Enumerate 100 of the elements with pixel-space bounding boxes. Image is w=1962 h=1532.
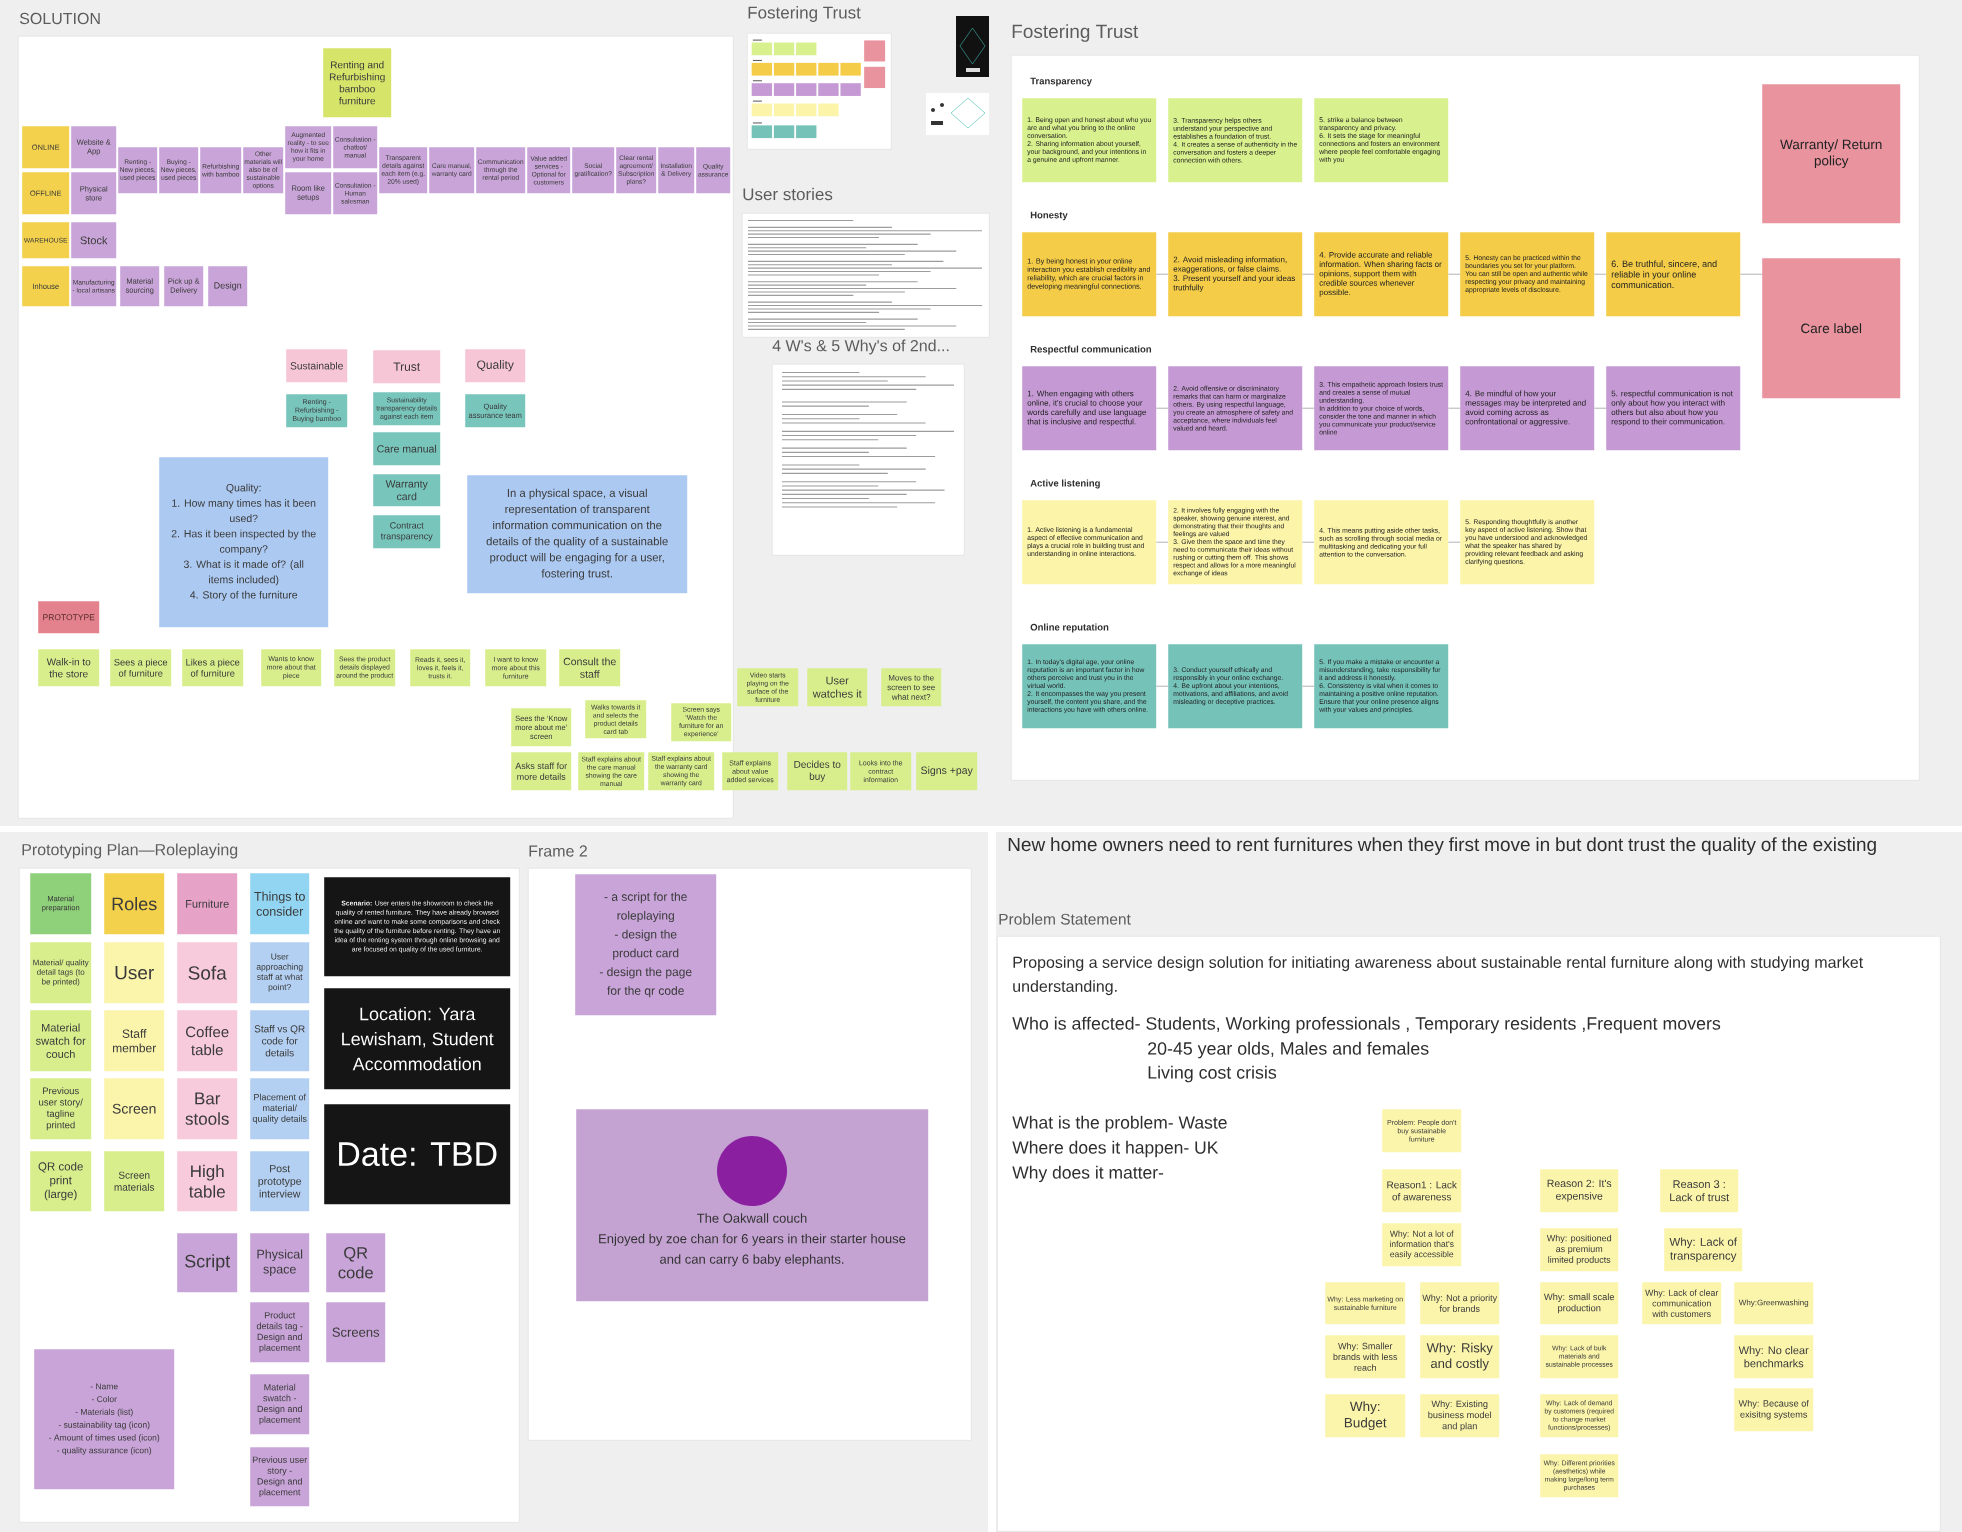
- sticky-note: Warranty/ Return policy: [1762, 84, 1901, 224]
- connector-line: [1302, 407, 1315, 409]
- section-heading: Respectful communication: [1030, 345, 1152, 355]
- sticky-note: Why: Not a priority for brands: [1420, 1282, 1500, 1325]
- sticky-note: QR code print (large): [30, 1151, 92, 1212]
- frame-title: Problem Statement: [999, 913, 1131, 925]
- sticky-note: Consult the staff: [559, 649, 621, 687]
- sticky-note: Reason1 : Lack of awareness: [1382, 1169, 1462, 1213]
- connector-line: [1448, 273, 1461, 275]
- sticky-note: Why: Not a lot of information that's easily accessible: [1382, 1223, 1462, 1267]
- connector-line: [1594, 273, 1607, 275]
- sticky-note: QR code: [326, 1233, 386, 1293]
- sticky-note: Screen: [104, 1078, 165, 1140]
- sticky-note: Reason 2: It's expensive: [1540, 1169, 1619, 1213]
- sticky-note: Placement of material/ quality details: [250, 1078, 310, 1140]
- sticky-note: Furniture: [177, 873, 238, 935]
- statement-text: Proposing a service design solution for initiating awareness about sustainable rental furniture along with studying market understanding.: [1013, 956, 1864, 996]
- sticky-note: Staff vs QR code for details: [250, 1010, 310, 1072]
- connector-line: [1156, 407, 1169, 409]
- sticky-note: Quality: 1. How many times has it been used? 2. Has it been inspected by the company? 3. What is it made of? (all items included) 4. Story of the furniture: [159, 457, 329, 628]
- sticky-note: Date: TBD: [324, 1104, 511, 1205]
- section-heading: Transparency: [1030, 77, 1092, 87]
- heading-text: New home owners need to rent furnitures when they first move in but dont trust the quality of the existing: [1008, 837, 1876, 855]
- sticky-note: Likes a piece of furniture: [182, 649, 244, 687]
- sticky-note: Screens: [326, 1302, 386, 1363]
- sticky-note: Coffee table: [177, 1010, 238, 1072]
- statement-text: 20-45 year olds, Males and females: [1148, 1041, 1429, 1059]
- frame-title: Prototyping Plan—Roleplaying: [22, 843, 238, 859]
- sticky-note: Warranty card: [373, 474, 441, 507]
- statement-text: Why does it matter-: [1012, 1165, 1164, 1183]
- sticky-note: Why: positioned as premium limited products: [1540, 1228, 1619, 1272]
- sticky-note: Design: [208, 266, 248, 307]
- sticky-note: Why: small scale production: [1540, 1282, 1619, 1325]
- sticky-note: Product details tag - Design and placement: [250, 1302, 310, 1363]
- sticky-note: Location: Yara Lewisham, Student Accommodation: [324, 988, 511, 1090]
- section-heading: Honesty: [1030, 211, 1068, 221]
- sticky-note: Why:Greenwashing: [1734, 1282, 1814, 1325]
- sticky-note: Sustainable: [286, 349, 348, 383]
- connector-line: [1448, 407, 1461, 409]
- connector-line: [1302, 685, 1315, 687]
- sticky-note: Care manual: [373, 432, 441, 466]
- sticky-note: Material/ quality detail tags (to be printed): [30, 942, 92, 1004]
- connector-line: [1448, 541, 1461, 543]
- frame-title: SOLUTION: [19, 12, 100, 25]
- sticky-note: Why: Because of exisitng systems: [1734, 1388, 1814, 1432]
- sticky-note: Moves to the screen to see what next?: [881, 668, 942, 707]
- frame-title: Frame 2: [529, 845, 587, 857]
- sticky-note: PROTOTYPE: [38, 601, 100, 634]
- sticky-note: 2. Avoid misleading information, exaggerations, or false claims. 3. Present yourself and your ideas truthfully: [1168, 232, 1303, 317]
- sticky-note: Signs +pay: [916, 752, 978, 791]
- sticky-note: High table: [177, 1151, 238, 1212]
- sticky-note: Care label: [1762, 258, 1901, 399]
- sticky-note: Previous user story - Design and placement: [250, 1447, 310, 1507]
- sticky-note: Things to consider: [250, 873, 310, 935]
- sticky-note: Previous user story/ tagline printed: [30, 1078, 92, 1140]
- sticky-note: User approaching staff at what point?: [250, 942, 310, 1004]
- sticky-note: Script: [177, 1233, 238, 1293]
- connector-line: [1156, 541, 1169, 543]
- sticky-note: Why: Smaller brands with less reach: [1325, 1335, 1406, 1379]
- sticky-note: User: [104, 942, 165, 1004]
- connector-line: [1156, 273, 1169, 275]
- sticky-note: Reason 3 : Lack of trust: [1660, 1169, 1739, 1213]
- sticky-note: 5. respectful communication is not only about how you interact with others but also about how you respond to their communication.: [1606, 366, 1741, 451]
- sticky-note: Trust: [373, 350, 441, 384]
- sticky-note: Roles: [104, 873, 165, 935]
- statement-text: What is the problem- Waste: [1012, 1115, 1227, 1133]
- sticky-note: 4. Be mindful of how your messages may be interpreted and avoid coming across as confrontational or aggressive.: [1460, 366, 1595, 451]
- frame-title: Fostering Trust: [748, 6, 861, 22]
- statement-text: Where does it happen- UK: [1012, 1140, 1219, 1158]
- sticky-note: Why: Lack of transparency: [1664, 1228, 1743, 1272]
- sticky-note: Sofa: [177, 942, 238, 1004]
- statement-text: Who is affected- Students, Working professionals , Temporary residents ,Frequent movers: [1012, 1016, 1721, 1034]
- statement-text: Living cost crisis: [1148, 1065, 1277, 1083]
- sticky-note: - Name - Color - Materials (list) - sustainability tag (icon) - Amount of times used (icon) - quality assurance (icon): [34, 1349, 175, 1490]
- sticky-note: Why: Budget: [1325, 1394, 1406, 1438]
- sticky-note: Bar stools: [177, 1078, 238, 1140]
- section-heading: Active listening: [1030, 479, 1100, 489]
- frame-title: User stories: [743, 187, 833, 201]
- sticky-note: Screen materials: [104, 1151, 165, 1212]
- frame-title: Fostering Trust: [1012, 24, 1139, 42]
- sticky-note: - a script for the roleplaying - design the product card - design the page for the qr code: [575, 874, 717, 1016]
- sticky-note: 6. Be truthful, sincere, and reliable in your online communication.: [1606, 232, 1741, 317]
- sticky-note: Renting and Refurbishing bamboo furniture: [323, 48, 392, 118]
- sticky-note: 1. When engaging with others online, it's crucial to choose your words carefully and use language that is inclusive and respectful.: [1022, 366, 1157, 451]
- connector-line: [1740, 273, 1763, 275]
- sticky-note: Decides to buy: [787, 752, 848, 791]
- sticky-note: Sees a piece of furniture: [110, 649, 172, 687]
- sticky-note: Contract transparency: [373, 515, 441, 549]
- sticky-note: Why: Lack of clear communication with customers: [1642, 1282, 1722, 1325]
- section-heading: Online reputation: [1030, 623, 1109, 633]
- sticky-note: Why: Risky and costly: [1420, 1335, 1500, 1379]
- sticky-note: 4. Provide accurate and reliable information. When sharing facts or opinions, support them with credible sources whenever possible.: [1314, 232, 1449, 317]
- sticky-note: Post prototype interview: [250, 1151, 310, 1212]
- connector-line: [1594, 407, 1607, 409]
- sticky-note: Quality: [465, 349, 526, 383]
- product-card: The Oakwall couch Enjoyed by zoe chan for 6 years in their starter house and can carry 6 baby elephants.: [576, 1109, 929, 1302]
- sticky-note: Staff member: [104, 1010, 165, 1072]
- connector-line: [1156, 685, 1169, 687]
- sticky-note: Why: No clear benchmarks: [1734, 1335, 1814, 1379]
- sticky-note: In a physical space, a visual representation of transparent information communication on the details of the quality of a sustainable product will be engaging for a user, fostering trust.: [467, 475, 688, 594]
